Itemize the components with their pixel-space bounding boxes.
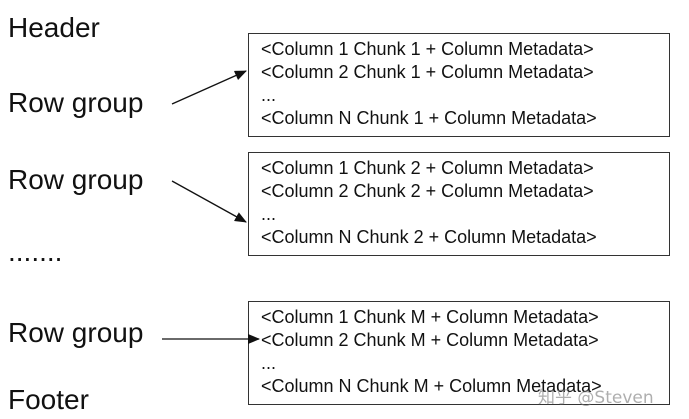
arrow-row-group-2 (171, 180, 247, 223)
chunk-line: <Column 2 Chunk M + Column Metadata> (261, 330, 599, 350)
chunk-line: ... (261, 353, 277, 373)
row-group-label-2: Row group (8, 164, 144, 195)
chunk-line: <Column N Chunk M + Column Metadata> (261, 376, 602, 396)
chunk-line: <Column 1 Chunk M + Column Metadata> (261, 307, 599, 327)
chunk-line: ... (261, 204, 277, 224)
header-label: Header (8, 12, 100, 43)
row-group-label-m: Row group (8, 317, 144, 348)
watermark: 知乎 @Steven (538, 388, 654, 408)
chunk-line: <Column 1 Chunk 2 + Column Metadata> (261, 158, 594, 178)
ellipsis-label: ....... (8, 236, 63, 267)
chunk-line: ... (261, 85, 277, 105)
row-group-box-1: <Column 1 Chunk 1 + Column Metadata> <Co… (248, 33, 670, 137)
chunk-line: <Column 2 Chunk 2 + Column Metadata> (261, 181, 594, 201)
row-group-box-2: <Column 1 Chunk 2 + Column Metadata> <Co… (248, 152, 670, 256)
arrow-row-group-1 (171, 70, 247, 105)
chunk-line: <Column N Chunk 2 + Column Metadata> (261, 227, 597, 247)
chunk-line: <Column 2 Chunk 1 + Column Metadata> (261, 62, 594, 82)
row-group-label-1: Row group (8, 87, 144, 118)
chunk-line: <Column N Chunk 1 + Column Metadata> (261, 108, 597, 128)
row-group-box-m: <Column 1 Chunk M + Column Metadata> <Co… (248, 301, 670, 405)
footer-label: Footer (8, 384, 89, 415)
chunk-line: <Column 1 Chunk 1 + Column Metadata> (261, 39, 594, 59)
